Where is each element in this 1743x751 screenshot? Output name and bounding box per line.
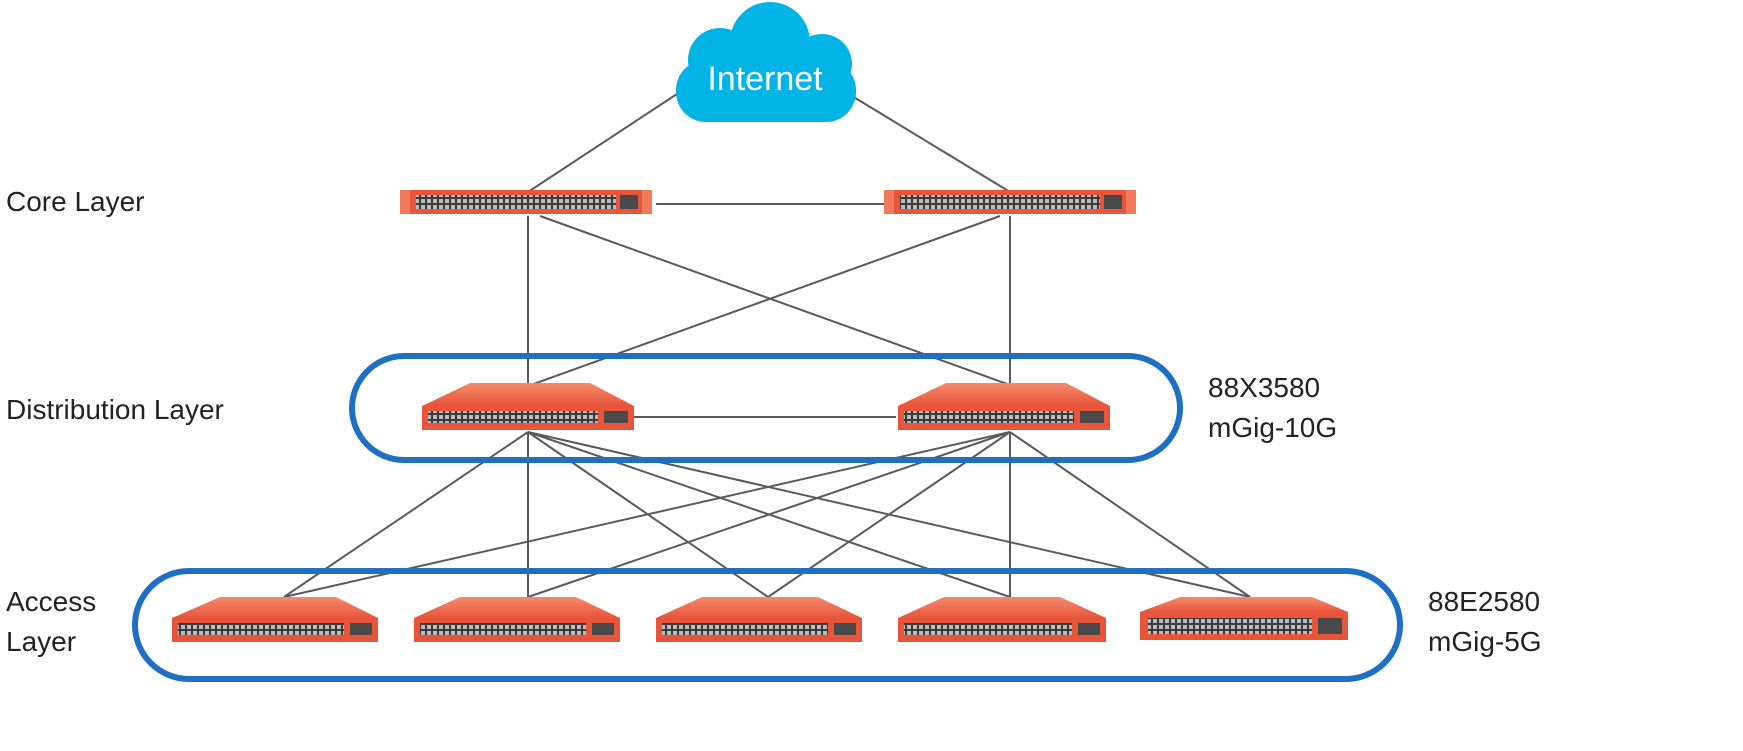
access-model-speed: mGig-5G <box>1428 626 1542 657</box>
access-model-name: 88E2580 <box>1428 586 1541 617</box>
link-coreL-distR <box>539 215 1011 386</box>
access-switch-1 <box>172 597 378 642</box>
distribution-group-outline <box>349 353 1183 463</box>
internet-cloud-icon <box>676 2 856 122</box>
distribution-model-name: 88X3580 <box>1208 372 1321 403</box>
access-model-label: 88E2580 mGig-5G <box>1428 582 1542 662</box>
access-layer-label-line1: Access <box>6 586 97 617</box>
access-layer-label-line2: Layer <box>6 626 77 657</box>
distribution-layer-label: Distribution Layer <box>6 394 224 425</box>
internet-label: Internet <box>707 60 823 98</box>
distribution-switch-right <box>898 383 1110 430</box>
access-layer-label: Access Layer <box>6 582 96 662</box>
core-switch-left <box>400 190 652 214</box>
access-group-outline <box>132 568 1403 682</box>
access-switch-3 <box>656 597 862 642</box>
distribution-model-speed: mGig-10G <box>1208 412 1338 443</box>
link-coreR-distL <box>527 215 1001 387</box>
access-switch-5 <box>1140 597 1348 640</box>
links <box>283 91 1251 598</box>
distribution-switch-left <box>422 383 634 430</box>
core-switch-right <box>884 190 1136 214</box>
link-internet-core-right <box>851 95 1011 193</box>
access-switch-4 <box>898 597 1106 642</box>
link-internet-core-left <box>527 91 681 193</box>
distribution-model-label: 88X3580 mGig-10G <box>1208 368 1337 448</box>
access-switch-2 <box>414 597 620 642</box>
core-layer-label: Core Layer <box>6 186 145 217</box>
